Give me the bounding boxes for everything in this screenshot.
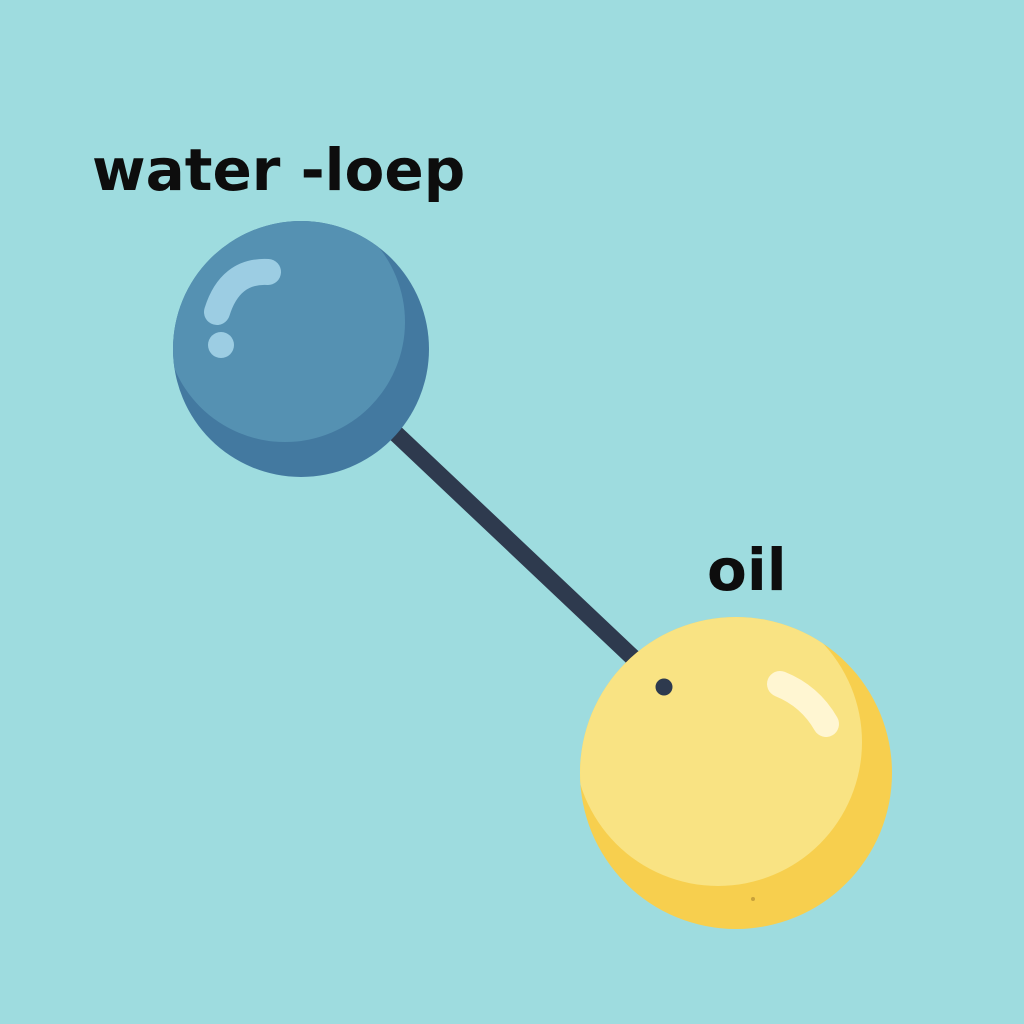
water-label: water -loep — [92, 136, 465, 204]
water-highlight — [204, 258, 281, 325]
connector-stick — [381, 419, 673, 696]
water-sphere — [173, 221, 429, 477]
oil-label: oil — [707, 536, 787, 604]
oil-sphere — [580, 617, 892, 929]
water-highlight-dot — [208, 332, 234, 358]
oil-highlight — [767, 671, 839, 737]
connector-end — [655, 678, 673, 696]
